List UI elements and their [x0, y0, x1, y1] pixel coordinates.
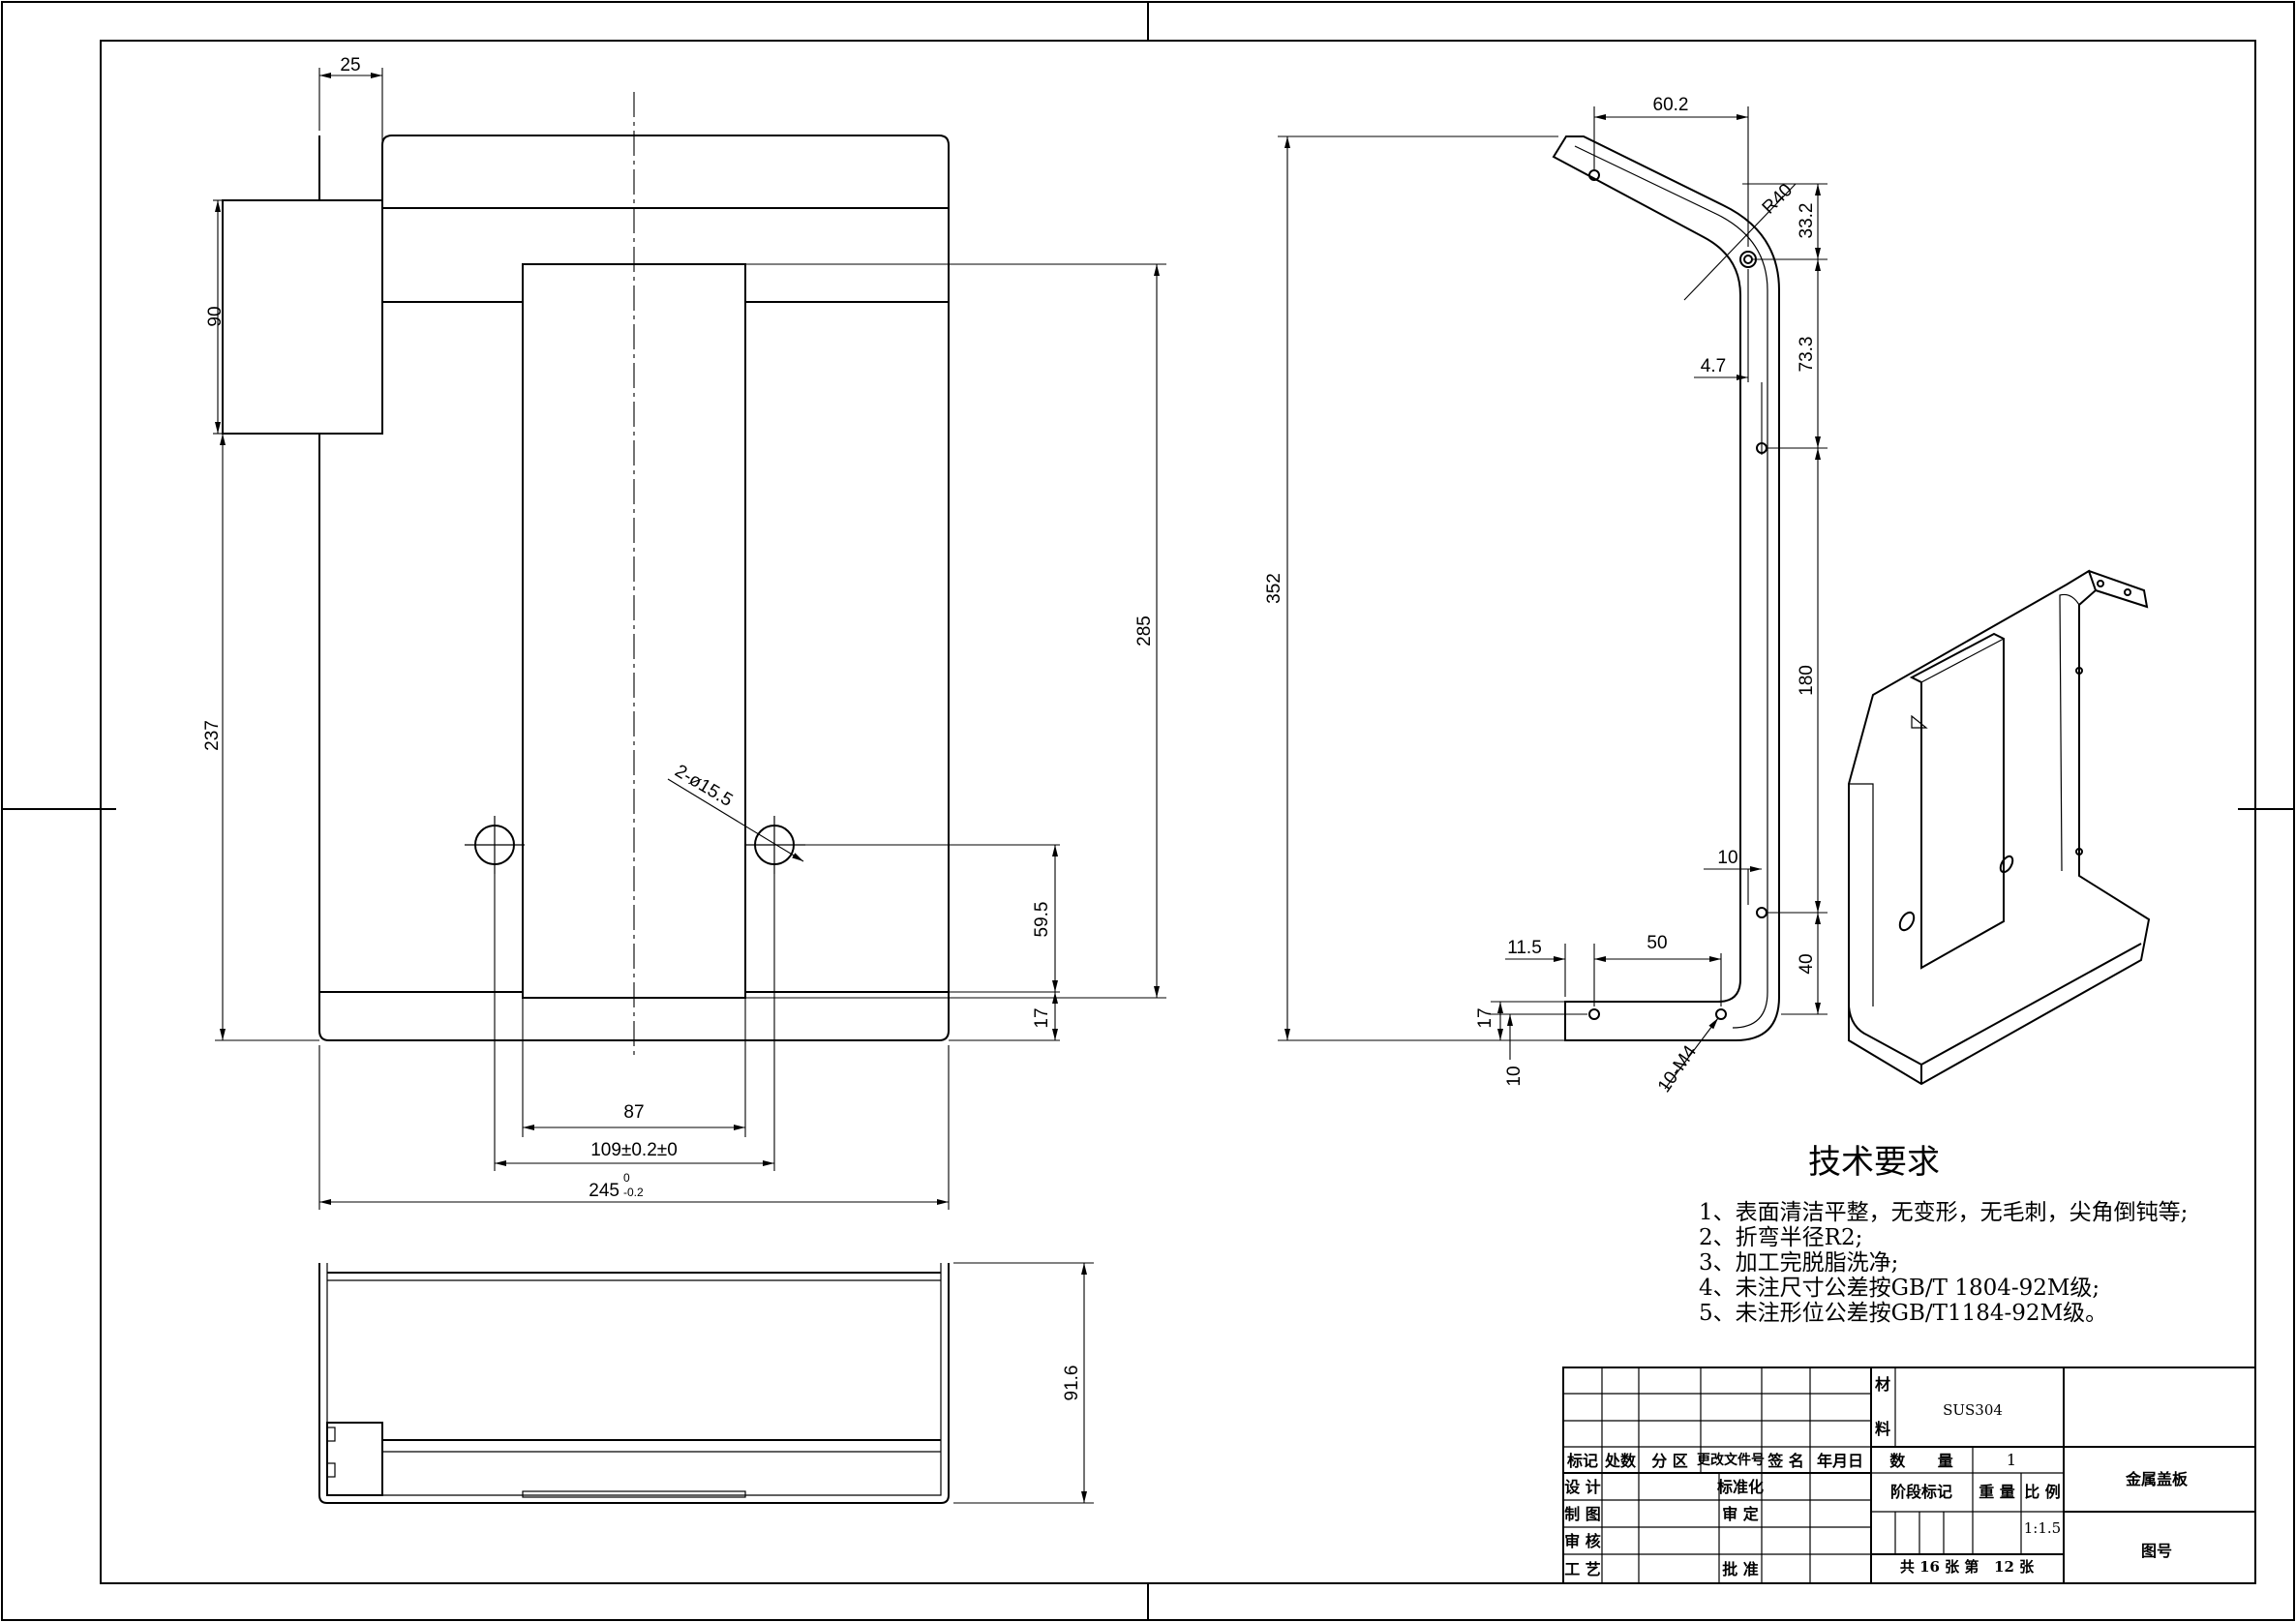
- tech-requirement-item: 4、未注尺寸公差按GB/T 1804-92M级;: [1699, 1276, 2100, 1301]
- dim-91-6: 91.6: [1062, 1366, 1082, 1401]
- dim-352: 352: [1264, 573, 1284, 604]
- role-check: 审 核: [1564, 1532, 1601, 1550]
- part-name: 金属盖板: [2125, 1470, 2189, 1488]
- drawing-no-label: 图号: [2141, 1542, 2172, 1560]
- header-date: 年月日: [1817, 1452, 1863, 1470]
- dim-10-top: 10: [1717, 848, 1737, 868]
- dim-17-top-view: 17: [1032, 1007, 1052, 1028]
- scale-label: 比 例: [2024, 1483, 2061, 1501]
- dim-holes: 2-ø15.5: [671, 761, 736, 811]
- dim-25: 25: [340, 55, 360, 75]
- dim-4-7: 4.7: [1701, 356, 1726, 376]
- isometric-view: [1848, 569, 2151, 1086]
- dim-10-m4: 10-M4: [1654, 1041, 1701, 1096]
- dim-87: 87: [623, 1102, 644, 1123]
- material-label-2: 料: [1875, 1420, 1890, 1438]
- role-review: 审 定: [1722, 1505, 1759, 1523]
- dim-17-side-view: 17: [1475, 1007, 1495, 1028]
- material-label-1: 材: [1875, 1375, 1890, 1394]
- dim-73-3: 73.3: [1797, 337, 1817, 373]
- side-view: 60.2 R40 33.2 73.3 4.7 352 180 10 40 11.…: [1264, 95, 1828, 1096]
- header-signature: 签 名: [1767, 1452, 1804, 1470]
- role-draft: 制 图: [1564, 1505, 1601, 1523]
- dim-59-5: 59.5: [1032, 902, 1052, 938]
- title-block: 材 料 SUS304 标记 处数 分 区 更改文件号 签 名 年月日 设 计 标…: [1562, 1367, 2256, 1584]
- dim-109: 109±0.2±0: [590, 1140, 678, 1160]
- dim-50: 50: [1646, 933, 1667, 953]
- tech-requirement-item: 1、表面清洁平整，无变形，无毛刺，尖角倒钝等;: [1699, 1200, 2188, 1225]
- dim-245-tol-lower: -0.2: [623, 1186, 644, 1199]
- tech-requirement-item: 2、折弯半径R2;: [1699, 1225, 1862, 1250]
- header-change-doc: 更改文件号: [1697, 1452, 1765, 1468]
- dim-245-tol-upper: 0: [623, 1171, 630, 1185]
- role-approve: 批 准: [1722, 1560, 1759, 1578]
- tech-requirements-title: 技术要求: [1808, 1143, 1940, 1182]
- dim-237: 237: [202, 720, 223, 751]
- dim-11-5: 11.5: [1507, 938, 1542, 958]
- role-design: 设 计: [1564, 1478, 1601, 1496]
- dim-90: 90: [205, 306, 226, 326]
- header-count: 处数: [1604, 1452, 1637, 1470]
- header-mark: 标记: [1566, 1452, 1598, 1470]
- header-zone: 分 区: [1651, 1452, 1688, 1470]
- dim-10-bottom: 10: [1504, 1066, 1525, 1086]
- scale-value: 1:1.5: [2024, 1519, 2061, 1537]
- tech-requirement-item: 3、加工完脱脂洗净;: [1699, 1250, 1898, 1276]
- tech-requirement-item: 5、未注形位公差按GB/T1184-92M级。: [1699, 1301, 2107, 1326]
- dim-r40: R40: [1759, 180, 1797, 218]
- dim-245: 245: [589, 1181, 619, 1201]
- top-view: 25 90 237 285 59.5 17 87 109±0.2±0 245 0…: [202, 55, 1166, 1210]
- role-process: 工 艺: [1564, 1560, 1601, 1578]
- dim-33-2: 33.2: [1797, 203, 1817, 239]
- quantity-label: 数 量: [1889, 1452, 1952, 1470]
- weight-label: 重 量: [1979, 1483, 2015, 1501]
- front-view: 91.6: [318, 1262, 1094, 1504]
- sheet-info: 共 16 张 第 12 张: [1900, 1558, 2035, 1576]
- quantity-value: 1: [2007, 1451, 2016, 1469]
- stage-label: 阶段标记: [1890, 1483, 1952, 1501]
- dim-285: 285: [1134, 616, 1155, 646]
- dim-60-2: 60.2: [1653, 95, 1689, 115]
- dim-180: 180: [1797, 665, 1817, 696]
- tech-requirements: 技术要求 1、表面清洁平整，无变形，无毛刺，尖角倒钝等; 2、折弯半径R2; 3…: [1699, 1143, 2188, 1326]
- material-value: SUS304: [1943, 1401, 2003, 1419]
- dim-40: 40: [1797, 953, 1817, 974]
- role-standardize: 标准化: [1716, 1478, 1764, 1496]
